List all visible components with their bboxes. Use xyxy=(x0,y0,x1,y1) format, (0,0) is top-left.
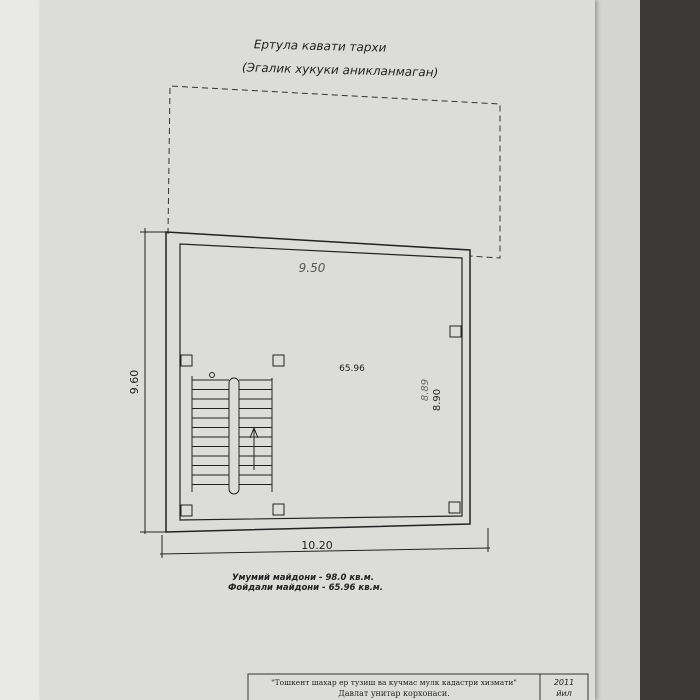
dashed-outline xyxy=(167,85,501,259)
document-page xyxy=(40,0,595,700)
table-surface xyxy=(640,0,700,700)
column xyxy=(272,354,285,367)
staircase xyxy=(191,372,273,495)
outer-wall xyxy=(165,231,471,533)
footer-box xyxy=(247,673,589,700)
dimension-height: 9.60 xyxy=(128,370,141,395)
inner-wall xyxy=(179,243,463,521)
useful-area: Фойдали майдони - 65.96 кв.м. xyxy=(228,583,383,593)
room-area: 65.96 xyxy=(339,364,365,374)
column xyxy=(448,501,461,514)
org-type: Давлат унитар корхонаси. xyxy=(338,689,450,698)
handwritten-height: 8.89 xyxy=(420,379,431,401)
columns xyxy=(180,325,462,517)
inner-height: 8.90 xyxy=(432,389,443,411)
dimension-lines xyxy=(140,228,491,558)
year: 2011 xyxy=(554,678,574,687)
column xyxy=(272,503,285,516)
column xyxy=(180,354,193,367)
plan-subtitle: (Эгалик хукуки аникланмаган) xyxy=(242,60,439,79)
handwritten-width: 9.50 xyxy=(299,261,326,275)
column xyxy=(180,504,193,517)
column xyxy=(449,325,462,338)
plan-title: Ертула кавати тархи xyxy=(254,37,387,54)
org-name: "Тошкент шахар ер тузиш ва кучмас мулк к… xyxy=(271,678,517,687)
total-area: Умумий майдони - 98.0 кв.м. xyxy=(232,573,374,583)
year-suffix: йил xyxy=(556,689,572,698)
dimension-width: 10.20 xyxy=(301,539,333,552)
